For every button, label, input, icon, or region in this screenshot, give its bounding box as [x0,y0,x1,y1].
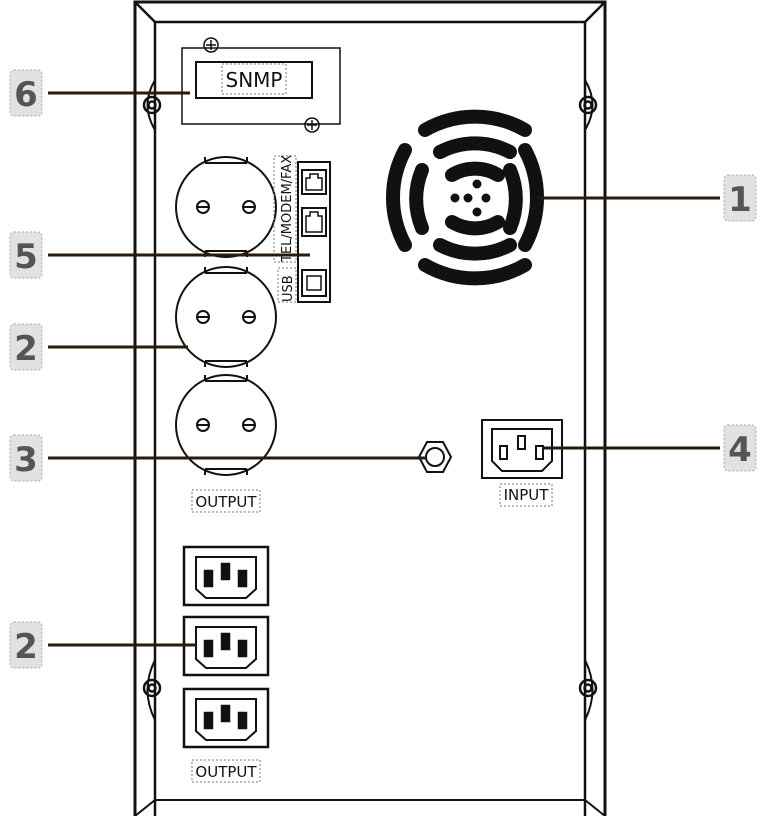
input-label-box [499,483,553,507]
screw-bottom-left [142,678,162,698]
ups-housing [133,0,607,816]
leader-lines [48,91,720,647]
fan-grille [386,109,544,286]
iec-outlet-3 [182,687,270,749]
screw-top-left [142,95,162,115]
svg-text:1: 1 [728,180,752,220]
phone-ports-label: TEL/MODEM/FAX [280,155,295,263]
callout-1: 1 [723,174,757,222]
svg-text:6: 6 [14,75,38,115]
schuko-outlet-1 [175,156,277,258]
iec-outlet-2 [182,615,270,677]
input-label: INPUT [504,486,550,504]
iec-outlet-1 [182,545,270,607]
svg-text:2: 2 [14,329,38,369]
output-label-top-box [191,489,261,513]
callout-4: 4 [723,424,757,472]
output-label-bottom-box [191,759,261,783]
schuko-outlet-2 [175,266,277,368]
usb-label: USB [281,275,296,302]
callout-5: 5 [9,231,43,279]
snmp-slot [181,37,341,133]
callout-2-bottom: 2 [9,621,43,669]
rj11-port-1 [301,169,327,195]
comm-ports [273,155,331,303]
callout-3: 3 [9,434,43,482]
schuko-outlet-3 [175,374,277,476]
output-label-bottom: OUTPUT [195,763,257,781]
usb-port [301,269,327,297]
callout-2-top: 2 [9,323,43,371]
screw-bottom-right [578,678,598,698]
svg-text:4: 4 [728,430,752,470]
housing-screws [142,95,598,698]
svg-text:3: 3 [14,440,38,480]
snmp-label: SNMP [226,68,283,92]
callout-6: 6 [9,69,43,117]
iec-outlets [182,545,270,749]
svg-text:5: 5 [14,237,38,277]
screw-top-right [578,95,598,115]
output-label-top: OUTPUT [195,493,257,511]
svg-text:2: 2 [14,627,38,667]
schuko-outlets [175,156,277,476]
rj11-port-2 [301,207,327,237]
